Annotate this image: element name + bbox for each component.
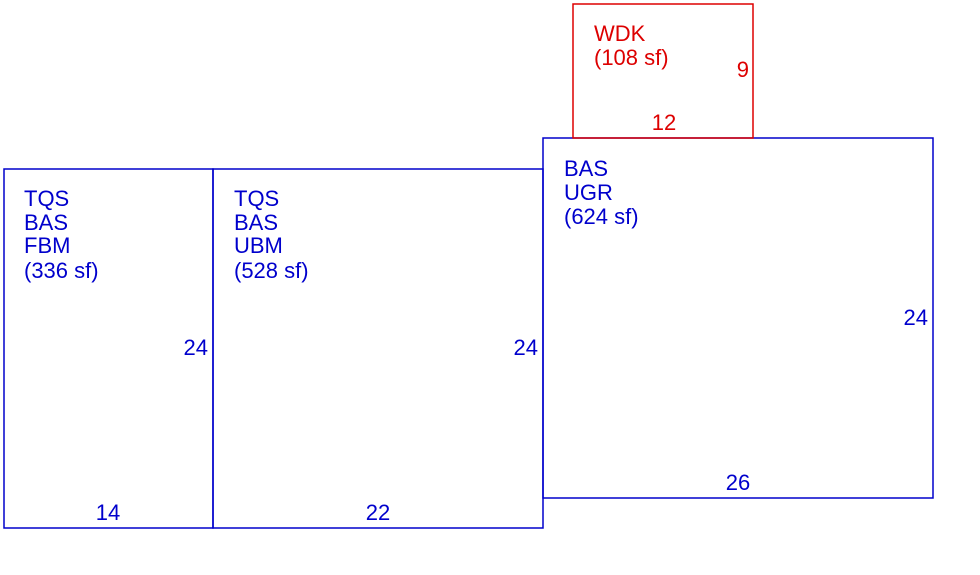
room-wdk-label: WDK (108 sf)	[594, 21, 669, 70]
room-wdk-width-label: 12	[652, 110, 676, 135]
room-fbm-depth-label: 24	[184, 335, 208, 360]
room-ubm-depth-label: 24	[514, 335, 538, 360]
room-fbm-area-label: (336 sf)	[24, 258, 99, 283]
room-ubm-label-line: TQS	[234, 186, 279, 211]
room-ubm-area-label: (528 sf)	[234, 258, 309, 283]
room-fbm: TQS BAS FBM (336 sf) 24 14	[3, 168, 214, 529]
room-ubm-label-line: BAS	[234, 210, 278, 235]
room-wdk-outline	[572, 3, 754, 139]
room-wdk-depth-label: 9	[737, 57, 749, 82]
room-ubm-label: TQS BAS UBM (528 sf)	[234, 186, 309, 283]
room-ugr-depth-label: 24	[904, 305, 928, 330]
room-ugr-label-line: BAS	[564, 156, 608, 181]
room-ugr-label: BAS UGR (624 sf)	[564, 156, 639, 229]
room-fbm-label: TQS BAS FBM (336 sf)	[24, 186, 99, 283]
room-fbm-label-line: TQS	[24, 186, 69, 211]
room-wdk-area-label: (108 sf)	[594, 45, 669, 70]
room-fbm-label-line: BAS	[24, 210, 68, 235]
room-ubm-width-label: 22	[366, 500, 390, 525]
room-ugr-area-label: (624 sf)	[564, 204, 639, 229]
room-ubm-label-line: UBM	[234, 233, 283, 258]
room-wdk: WDK (108 sf) 9 12	[572, 3, 754, 139]
room-ubm: TQS BAS UBM (528 sf) 24 22	[212, 168, 544, 529]
room-wdk-label-line: WDK	[594, 21, 646, 46]
room-fbm-label-line: FBM	[24, 233, 70, 258]
room-ugr-width-label: 26	[726, 470, 750, 495]
room-ugr-label-line: UGR	[564, 180, 613, 205]
room-fbm-width-label: 14	[96, 500, 120, 525]
room-ugr: BAS UGR (624 sf) 24 26	[542, 137, 934, 499]
